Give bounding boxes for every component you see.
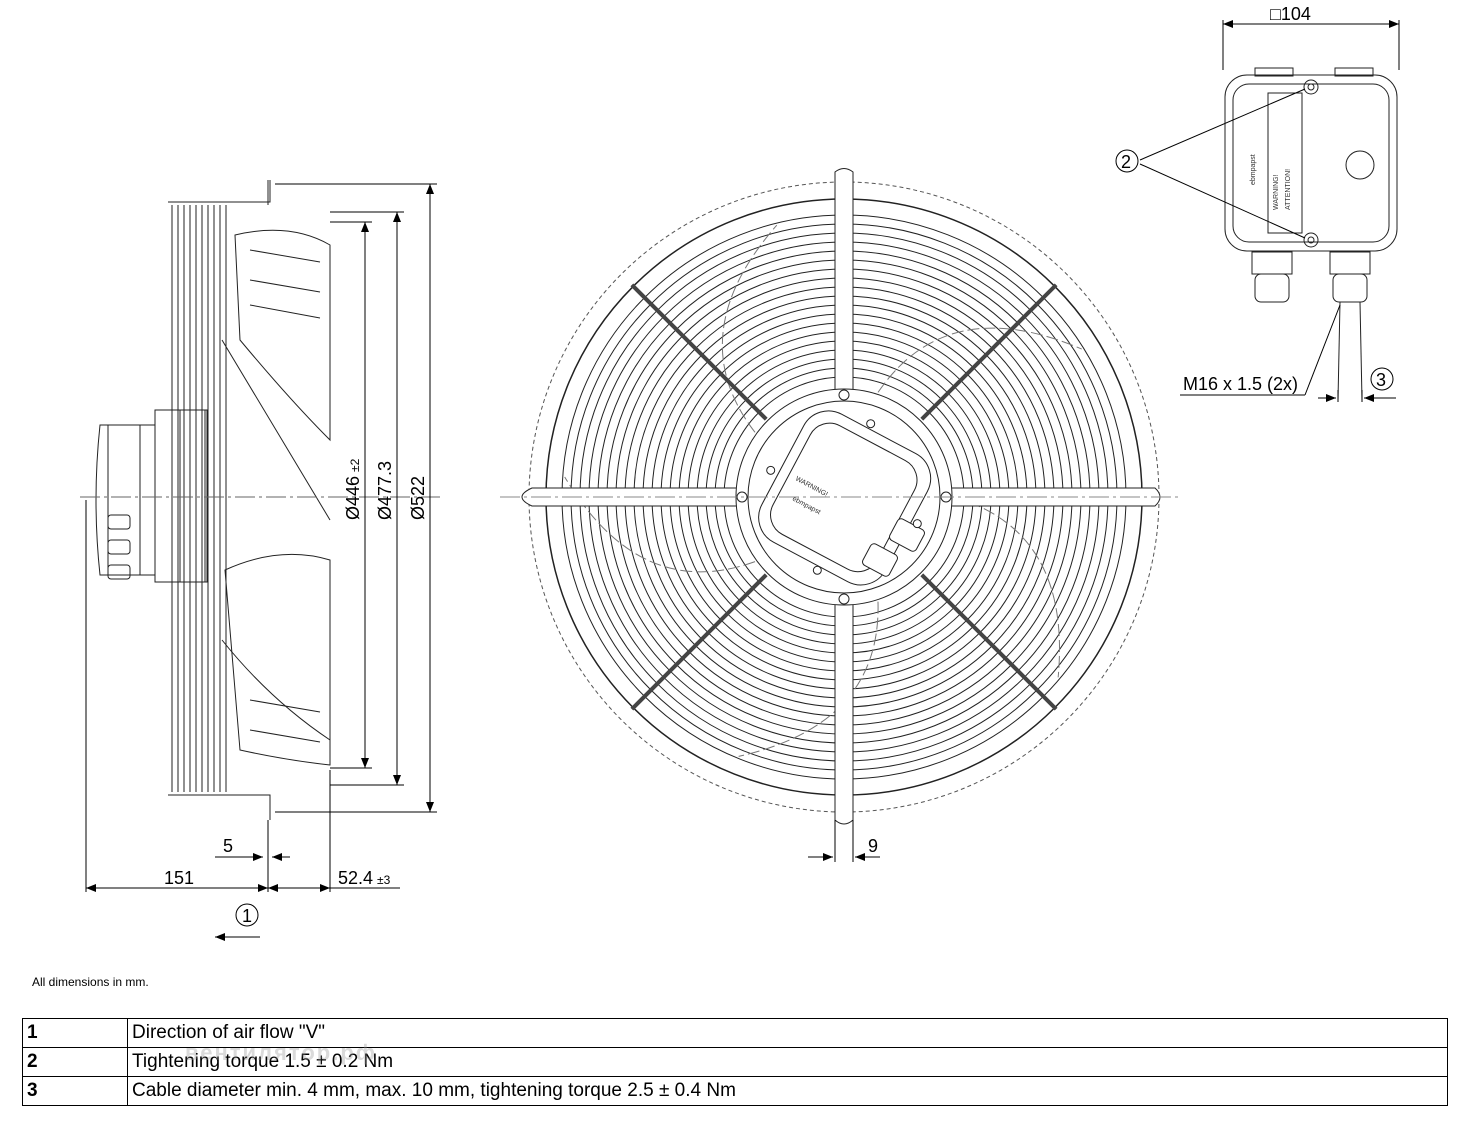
- box-screw: [812, 565, 822, 575]
- callout-3: 3: [1376, 370, 1386, 390]
- legend-text: Direction of air flow "V": [127, 1018, 1448, 1048]
- warning-label: [1267, 92, 1303, 234]
- callout-1-circle: [235, 903, 259, 927]
- callout-2-circle: [1115, 149, 1139, 173]
- legend-text: Cable diameter min. 4 mm, max. 10 mm, ti…: [127, 1076, 1448, 1106]
- guard-side-wires: [171, 205, 227, 792]
- hub-bolt: [838, 593, 850, 605]
- dim-446: Ø446±2: [343, 458, 363, 520]
- legend-table: 1 Direction of air flow "V" 2 Tightening…: [22, 1018, 1448, 1106]
- legend-row: 1 Direction of air flow "V": [22, 1018, 1448, 1048]
- screw-bottom: [1303, 232, 1319, 248]
- motor-housing: [154, 409, 208, 583]
- guard-strut: [920, 573, 1058, 711]
- legend-row: 3 Cable diameter min. 4 mm, max. 10 mm, …: [22, 1076, 1448, 1106]
- dim-box-104: □104: [1270, 4, 1311, 24]
- box-warning-label: WARNING!: [1273, 174, 1280, 210]
- guard-strut: [630, 283, 768, 421]
- approval-mark: [1345, 150, 1375, 180]
- box-attention-label: ATTENTION!: [1285, 169, 1292, 210]
- cable-gland-side: [107, 514, 131, 580]
- dim-522: Ø522: [408, 476, 428, 520]
- fan-blade-lower: [224, 553, 331, 766]
- box-screw: [766, 465, 776, 475]
- units-note: All dimensions in mm.: [32, 975, 149, 989]
- dim-5: 5: [223, 836, 233, 856]
- dim-477: Ø477.3: [375, 461, 395, 520]
- screw-top: [1303, 79, 1319, 95]
- box-screw: [866, 419, 876, 429]
- legend-num: 1: [22, 1018, 128, 1048]
- guard-struts: [630, 283, 1058, 711]
- callout-2: 2: [1121, 152, 1131, 172]
- box-screw: [912, 519, 922, 529]
- front-dimensions: [808, 820, 880, 862]
- callout-1: 1: [242, 906, 252, 926]
- guard-strut: [920, 283, 1058, 421]
- legend-row: 2 Tightening torque 1.5 ± 0.2 Nm: [22, 1047, 1448, 1077]
- legend-text: Tightening torque 1.5 ± 0.2 Nm: [127, 1047, 1448, 1077]
- fan-blade: [953, 496, 1060, 678]
- callout-3-circle: [1370, 367, 1394, 391]
- cable-glands-detail: [1251, 251, 1371, 401]
- dim-52: 52.4±3: [338, 868, 391, 888]
- legend-num: 3: [22, 1076, 128, 1106]
- side-dimensions: [85, 183, 437, 941]
- fan-blade: [721, 224, 778, 433]
- side-view: [80, 180, 440, 820]
- thread-label: M16 x 1.5 (2x): [1183, 374, 1298, 394]
- dim-151: 151: [164, 868, 194, 888]
- guard-strut: [630, 573, 768, 711]
- front-view: [500, 168, 1180, 825]
- legend-num: 2: [22, 1047, 128, 1077]
- fan-blade-upper: [234, 229, 331, 442]
- dim-9: 9: [868, 836, 878, 856]
- terminal-box-detail: [1115, 67, 1398, 401]
- box-dimensions: [1222, 20, 1400, 402]
- box-brand-label: ebmpapst: [1250, 154, 1257, 185]
- fan-blade: [877, 327, 1082, 393]
- technical-drawing: Ø446±2 Ø477.3 Ø522 5 151 52.4±3 1 WARNIN…: [80, 4, 1400, 941]
- hub-bolt: [838, 389, 850, 401]
